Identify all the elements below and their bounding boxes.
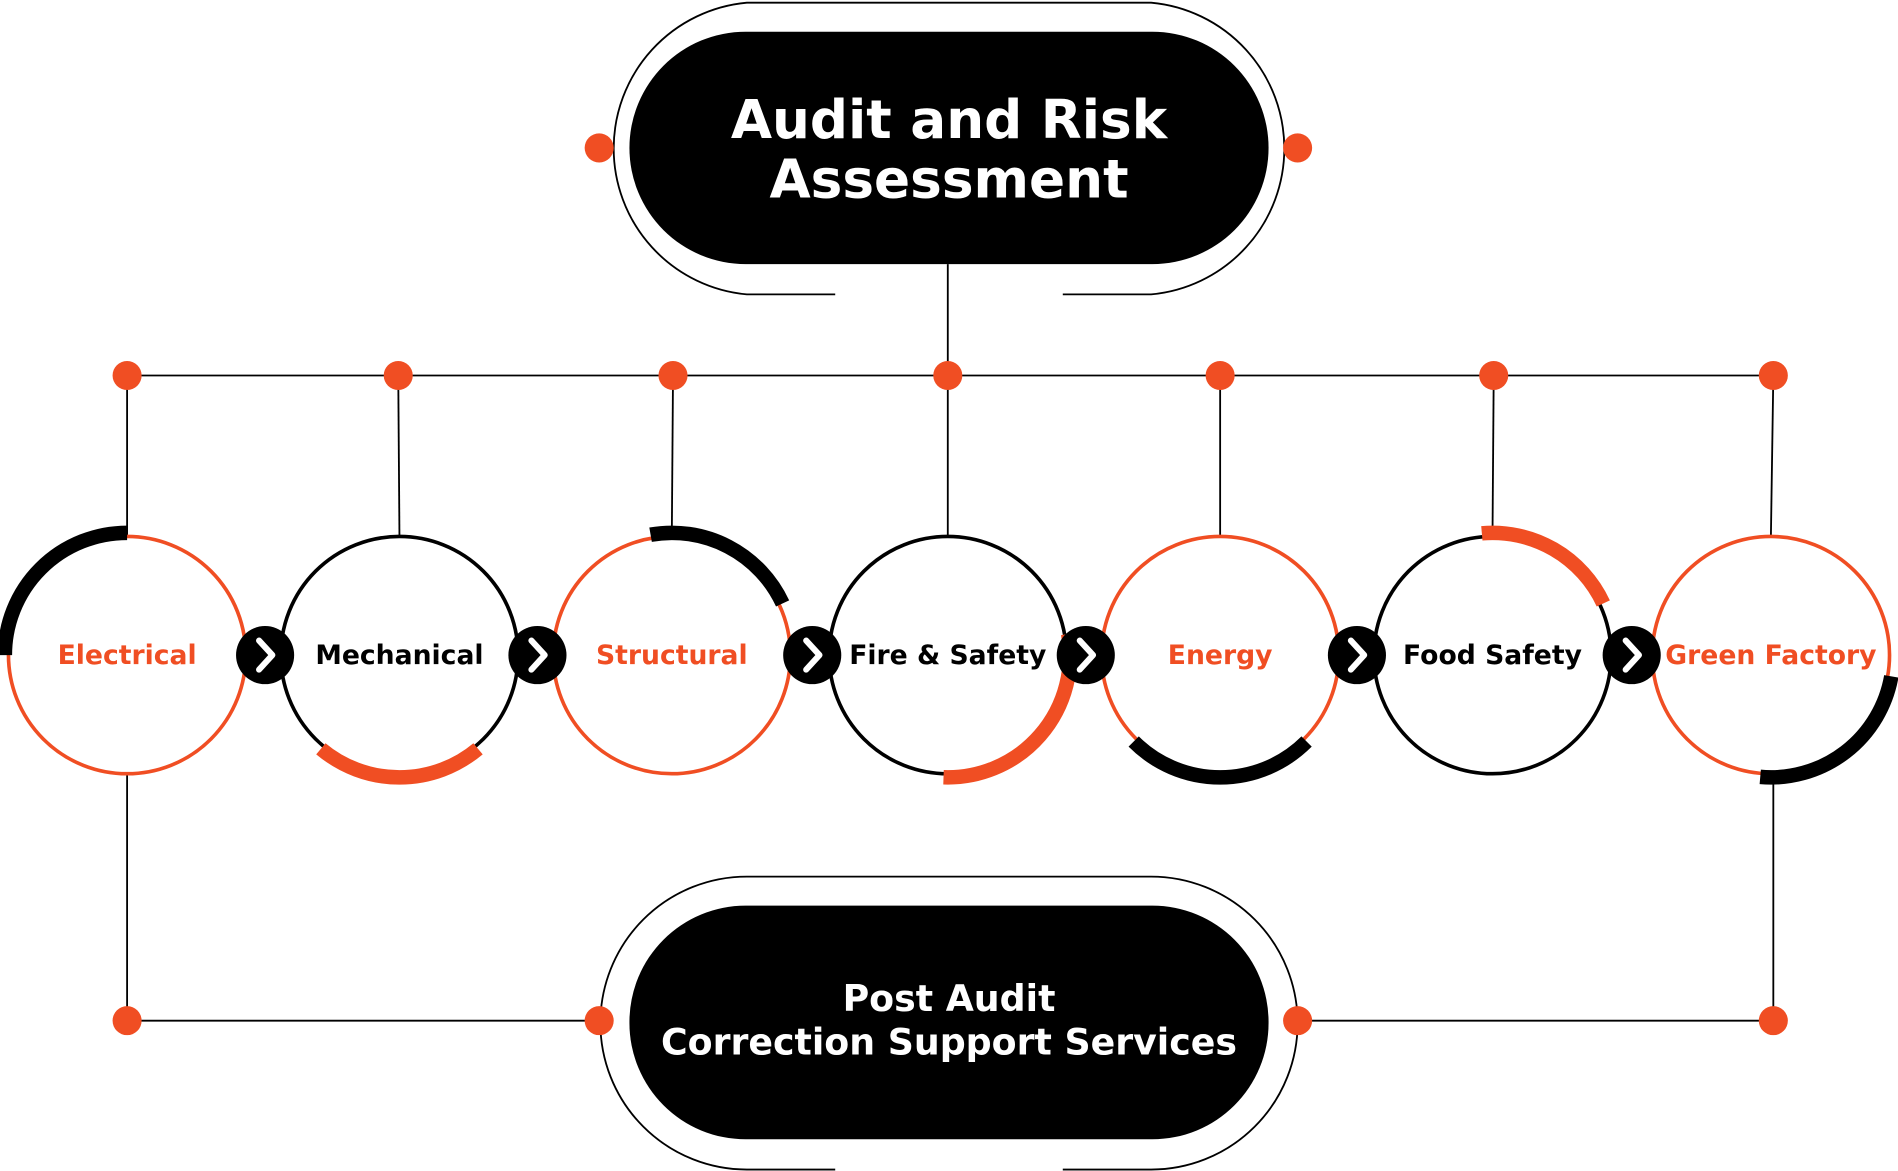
connector-dot: [933, 360, 963, 391]
connector-dot: [584, 1006, 614, 1036]
connector-line: [397, 375, 401, 537]
connector-dot: [1479, 360, 1509, 391]
stage-green-factory[interactable]: Green Factory: [1650, 534, 1898, 785]
chevron-right-icon: [1602, 626, 1661, 685]
stage-highlight-arc: [649, 525, 790, 607]
connector-dot: [1283, 133, 1313, 163]
stage-highlight-arc: [0, 525, 128, 656]
connector-dot: [1205, 360, 1235, 391]
stages: Electrical Mechanical Structural Fire & Saf…: [0, 360, 1898, 785]
stage-structural[interactable]: Structural: [551, 525, 793, 776]
connector-dot: [658, 360, 688, 391]
connector-line: [1491, 375, 1495, 537]
connector-dot: [112, 360, 142, 391]
stage-highlight-arc: [1481, 525, 1610, 607]
top-box-title-line2: Assessment: [769, 149, 1128, 211]
stage-label: Mechanical: [315, 640, 483, 671]
connector-line: [670, 375, 674, 537]
connector-dot: [1758, 1006, 1788, 1036]
stage-highlight-arc: [316, 743, 483, 785]
chevron-right-icon: [783, 626, 842, 685]
stage-mechanical[interactable]: Mechanical: [279, 534, 520, 785]
stage-energy[interactable]: Energy: [1099, 534, 1341, 785]
top-box-title-line1: Audit and Risk: [731, 89, 1169, 151]
stage-electrical[interactable]: Electrical: [0, 525, 248, 776]
chevron-right-icon: [1327, 626, 1386, 685]
stage-label: Food Safety: [1403, 640, 1582, 671]
top-box-outline: [612, 1, 1286, 296]
chevron-right-icon: [1056, 626, 1115, 685]
stage-food-safety[interactable]: Food Safety: [1372, 525, 1613, 776]
connector-dot: [383, 360, 413, 391]
stage-label: Green Factory: [1665, 640, 1876, 671]
connector-dot: [584, 133, 614, 163]
connector-dot: [1758, 360, 1788, 391]
connector-line: [1769, 375, 1775, 537]
chevron-right-icon: [236, 626, 295, 685]
top-box-pill: [629, 31, 1269, 265]
chevron-right-icon: [508, 626, 567, 685]
stage-label: Energy: [1168, 640, 1273, 671]
top-box: Audit and Risk Assessment: [584, 1, 1313, 296]
stage-label: Electrical: [58, 640, 197, 671]
stage-highlight-arc: [1759, 674, 1898, 785]
bottom-box: Post Audit Correction Support Services: [112, 875, 1788, 1171]
bottom-box-outline: [599, 875, 1299, 1171]
connector-dot: [112, 1006, 142, 1036]
bottom-box-pill: [629, 905, 1269, 1140]
stage-highlight-arc: [1128, 736, 1312, 785]
bottom-box-title-line2: Correction Support Services: [661, 1021, 1237, 1064]
bottom-box-title-line1: Post Audit: [843, 977, 1056, 1020]
stage-label: Fire & Safety: [849, 640, 1046, 671]
stage-label: Structural: [596, 640, 748, 671]
stage-fire-safety[interactable]: Fire & Safety: [827, 534, 1078, 785]
connector-dot: [1283, 1006, 1313, 1036]
